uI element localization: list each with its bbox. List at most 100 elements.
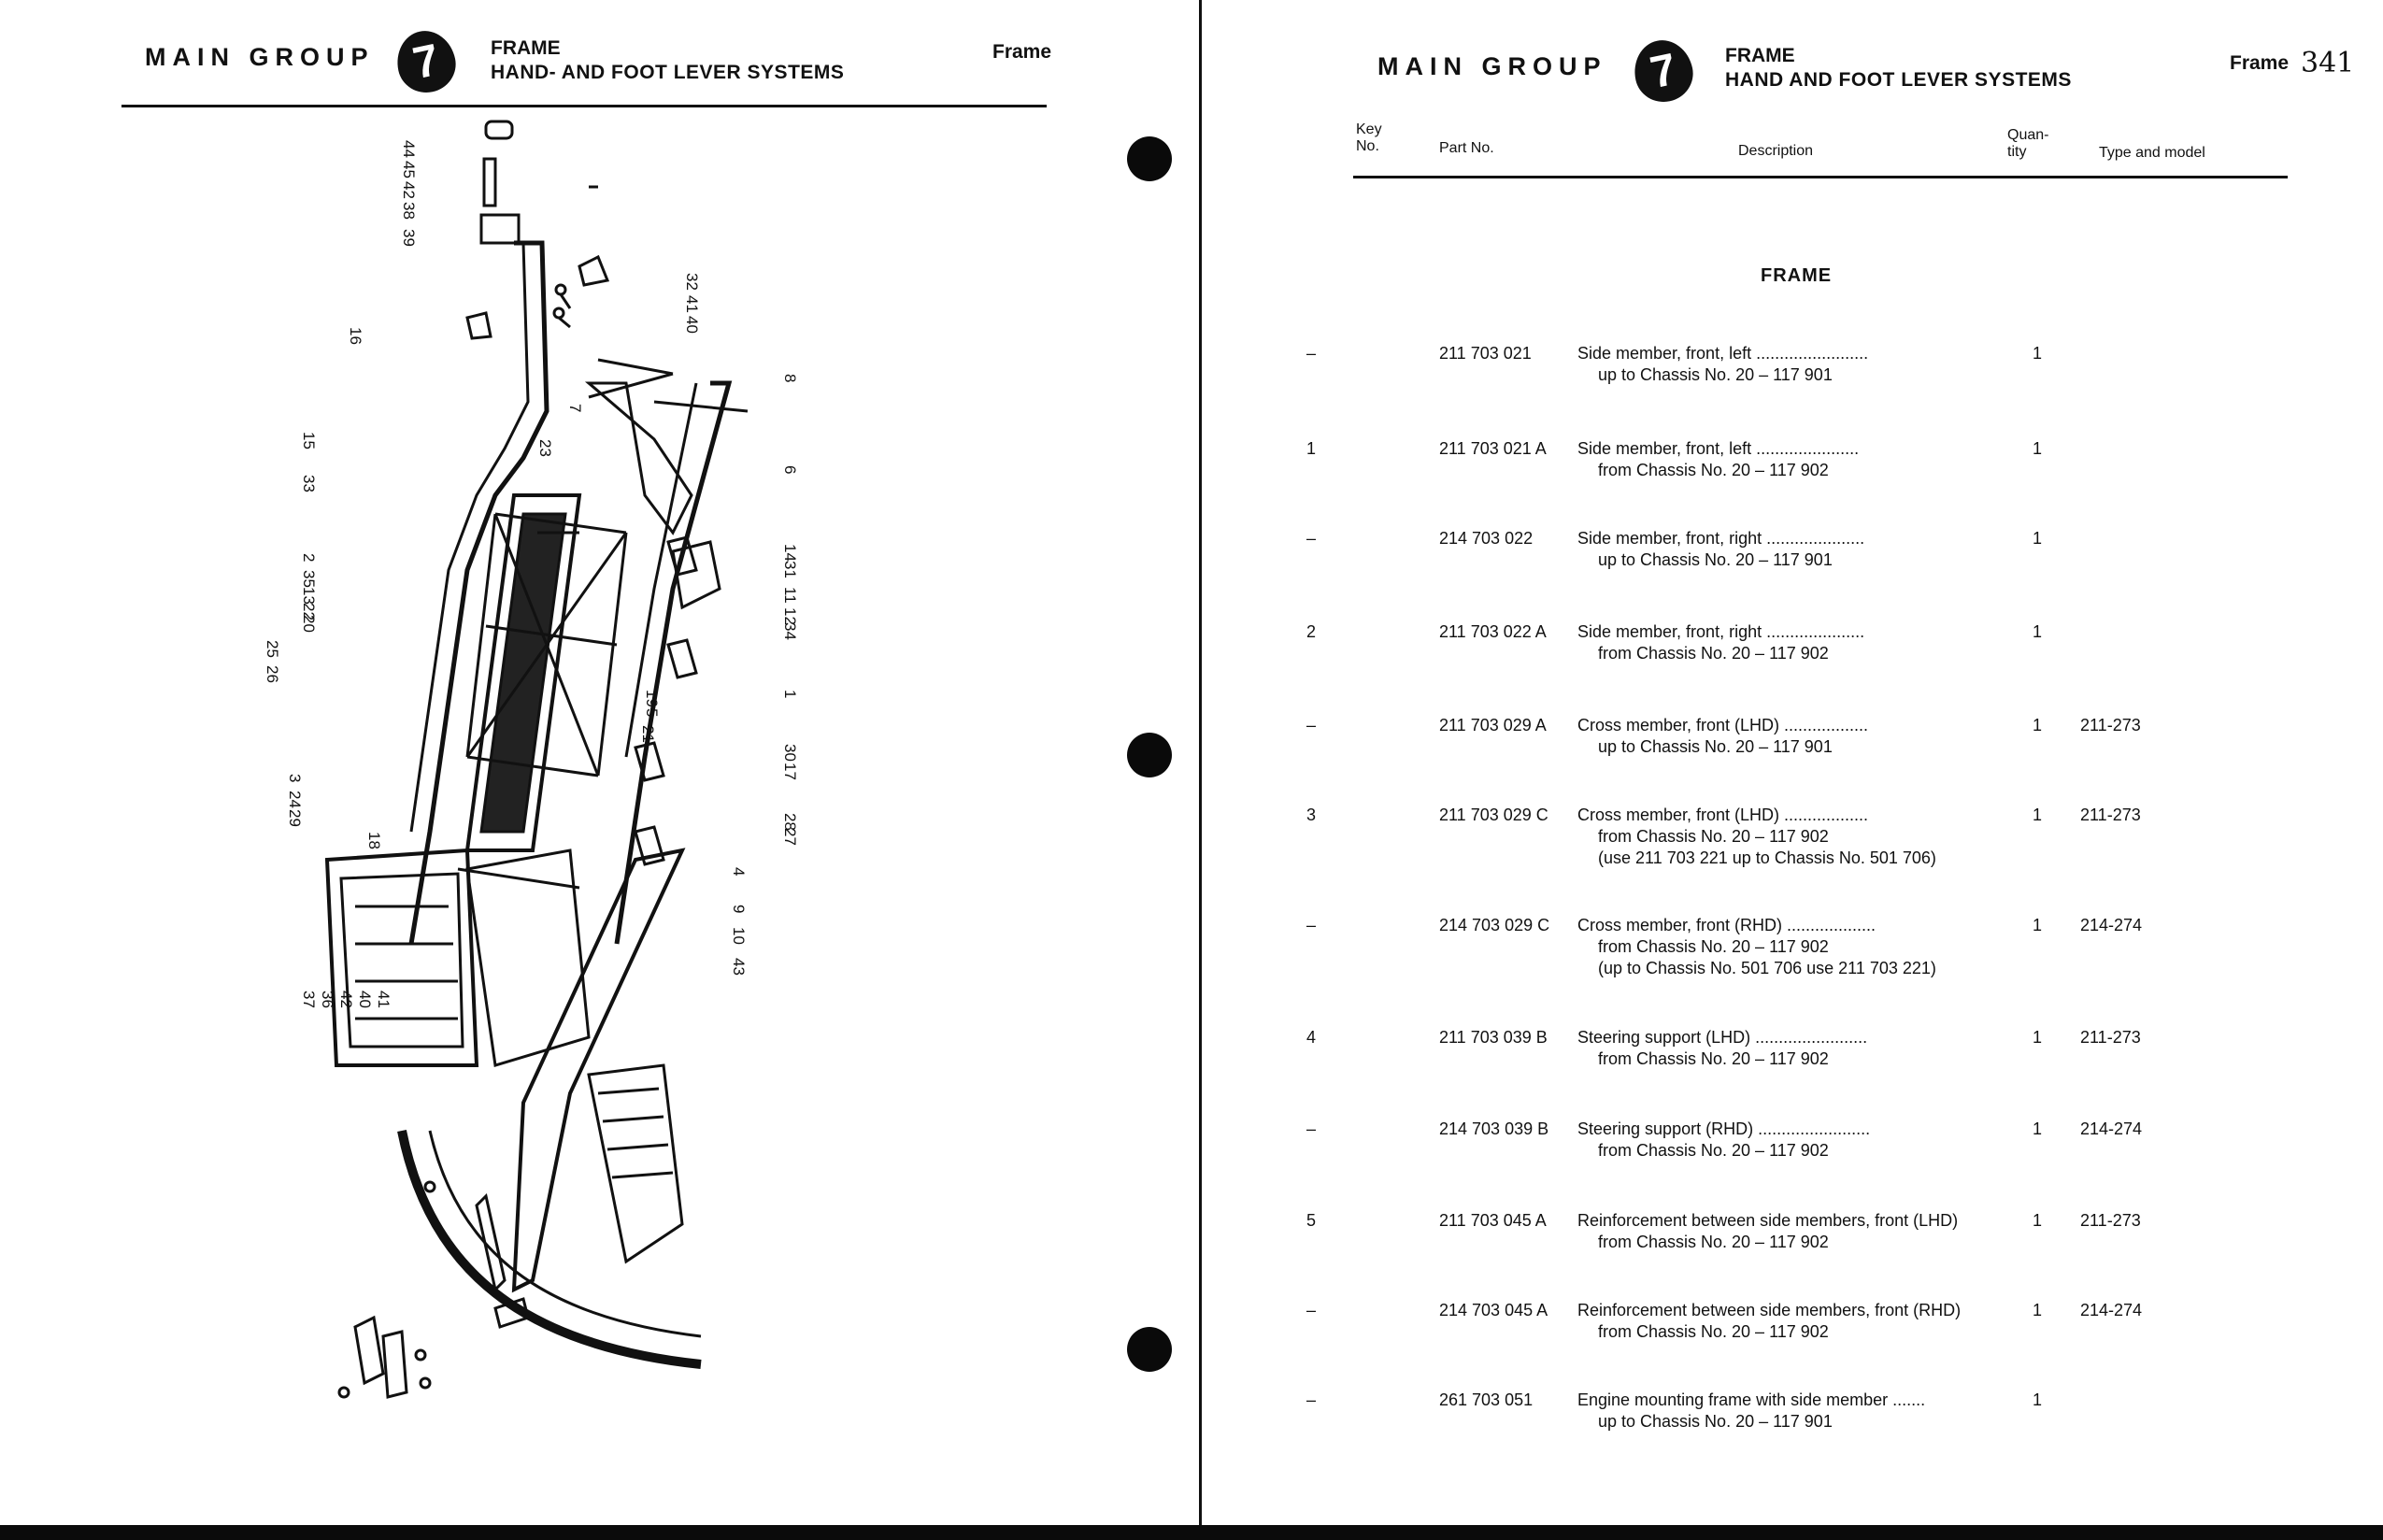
table-row: – 214 703 029 C Cross member, front (RHD… — [1202, 916, 2383, 991]
callout-labels: 4445423839324140168153323762351322202526… — [264, 140, 799, 1008]
callout-number: 34 — [781, 622, 799, 640]
table-row: – 211 703 021 Side member, front, left .… — [1202, 344, 2383, 419]
table-row: 4 211 703 039 B Steering support (LHD) .… — [1202, 1028, 2383, 1103]
callout-number: 41 — [683, 295, 701, 313]
callout-number: 2 — [300, 553, 318, 562]
callout-number: 45 — [400, 161, 418, 178]
group-number-badge: 7 — [391, 25, 462, 98]
callout-number: 30 — [781, 744, 799, 762]
type-model: 214-274 — [2080, 1301, 2143, 1319]
callout-number: 14 — [781, 544, 799, 562]
callout-number: 13 — [300, 587, 318, 605]
frame-drawing — [324, 120, 749, 1399]
callout-number: 28 — [781, 813, 799, 831]
column-header-quantity: Quan- tity — [2007, 127, 2049, 160]
quantity: 1 — [2033, 529, 2043, 548]
section-tag: Frame — [992, 41, 1052, 63]
part-number: 214 703 022 — [1439, 529, 1534, 548]
callout-number: 44 — [400, 140, 418, 158]
callout-number: 20 — [300, 615, 318, 633]
callout-number: 40 — [356, 991, 374, 1008]
callout-number: 9 — [730, 905, 748, 913]
page-gutter — [1199, 0, 1202, 1540]
type-model: 214-274 — [2080, 1119, 2143, 1138]
callout-number: 3 — [286, 774, 304, 782]
description: Side member, front, right ..............… — [1577, 529, 1865, 548]
key-number: – — [1306, 716, 1316, 734]
description: Cross member, front (LHD) ..............… — [1577, 716, 1869, 734]
column-header-part: Part No. — [1439, 140, 1494, 156]
callout-number: 8 — [781, 374, 799, 382]
description-note: (use 211 703 221 up to Chassis No. 501 7… — [1598, 848, 1936, 867]
description: Reinforcement between side members, fron… — [1577, 1301, 1962, 1319]
chassis-range: up to Chassis No. 20 – 117 901 — [1598, 550, 1833, 569]
description: Side member, front, right ..............… — [1577, 622, 1865, 641]
callout-number: 41 — [375, 991, 392, 1008]
callout-number: 27 — [781, 828, 799, 846]
callout-number: 17 — [781, 763, 799, 780]
callout-number: 25 — [264, 640, 281, 658]
part-number: 211 703 021 A — [1439, 439, 1547, 458]
type-model: 211-273 — [2080, 1028, 2141, 1047]
table-row: – 211 703 029 A Cross member, front (LHD… — [1202, 716, 2383, 791]
table-row: – 214 703 045 A Reinforcement between si… — [1202, 1301, 2383, 1376]
part-number: 214 703 045 A — [1439, 1301, 1548, 1319]
table-row: – 261 703 051 Engine mounting frame with… — [1202, 1390, 2383, 1465]
callout-number: 7 — [566, 404, 584, 412]
key-number: – — [1306, 1390, 1316, 1409]
key-number: 4 — [1306, 1028, 1316, 1047]
header-title: FRAME — [1725, 45, 1795, 66]
callout-number: 6 — [781, 465, 799, 474]
chassis-range: up to Chassis No. 20 – 117 901 — [1598, 737, 1833, 756]
callout-number: 36 — [319, 991, 336, 1008]
callout-number: 35 — [300, 570, 318, 588]
part-number: 211 703 045 A — [1439, 1211, 1547, 1230]
chassis-range: up to Chassis No. 20 – 117 901 — [1598, 365, 1833, 384]
description: Steering support (RHD) .................… — [1577, 1119, 1871, 1138]
chassis-range: from Chassis No. 20 – 117 902 — [1598, 1141, 1829, 1160]
callout-number: 22 — [300, 603, 318, 620]
part-number: 214 703 039 B — [1439, 1119, 1549, 1138]
part-number: 214 703 029 C — [1439, 916, 1550, 934]
description: Side member, front, left ...............… — [1577, 439, 1860, 458]
header-subtitle: HAND AND FOOT LEVER SYSTEMS — [1725, 69, 2072, 91]
callout-number: 40 — [683, 316, 701, 334]
key-number: – — [1306, 529, 1316, 548]
callout-number: 21 — [639, 725, 657, 743]
header-title: FRAME — [491, 37, 561, 59]
key-number: 1 — [1306, 439, 1316, 458]
description: Cross member, front (RHD) ..............… — [1577, 916, 1876, 934]
type-model: 211-273 — [2080, 716, 2141, 734]
key-number: – — [1306, 1119, 1316, 1138]
table-row: 3 211 703 029 C Cross member, front (LHD… — [1202, 806, 2383, 880]
type-model: 211-273 — [2080, 806, 2141, 824]
chassis-range: from Chassis No. 20 – 117 902 — [1598, 461, 1829, 479]
callout-number: 29 — [286, 809, 304, 827]
callout-number: 24 — [286, 791, 304, 808]
description: Steering support (LHD) .................… — [1577, 1028, 1868, 1047]
callout-number: 43 — [730, 958, 748, 976]
callout-number: 11 — [781, 587, 799, 604]
callout-number: 23 — [536, 439, 554, 457]
part-number: 211 703 029 A — [1439, 716, 1547, 734]
key-number: – — [1306, 916, 1316, 934]
callout-number: 26 — [264, 665, 281, 683]
callout-number: 10 — [730, 927, 748, 945]
description: Side member, front, left ...............… — [1577, 344, 1869, 363]
chassis-range: from Chassis No. 20 – 117 902 — [1598, 937, 1829, 956]
quantity: 1 — [2033, 1119, 2043, 1138]
left-page: MAIN GROUP 7 FRAME HAND- AND FOOT LEVER … — [0, 0, 1199, 1525]
column-header-key: Key No. — [1356, 121, 1382, 154]
callout-number: 39 — [400, 229, 418, 247]
quantity: 1 — [2033, 439, 2043, 458]
callout-number: 19 — [643, 690, 661, 707]
table-row: – 214 703 022 Side member, front, right … — [1202, 529, 2383, 604]
chassis-range: from Chassis No. 20 – 117 902 — [1598, 1233, 1829, 1251]
type-model: 214-274 — [2080, 916, 2143, 934]
group-number-badge: 7 — [1628, 35, 1699, 107]
part-number: 211 703 039 B — [1439, 1028, 1548, 1047]
part-number: 211 703 022 A — [1439, 622, 1547, 641]
callout-number: 16 — [347, 327, 364, 345]
chassis-range: from Chassis No. 20 – 117 902 — [1598, 1322, 1829, 1341]
callout-number: 33 — [300, 475, 318, 492]
